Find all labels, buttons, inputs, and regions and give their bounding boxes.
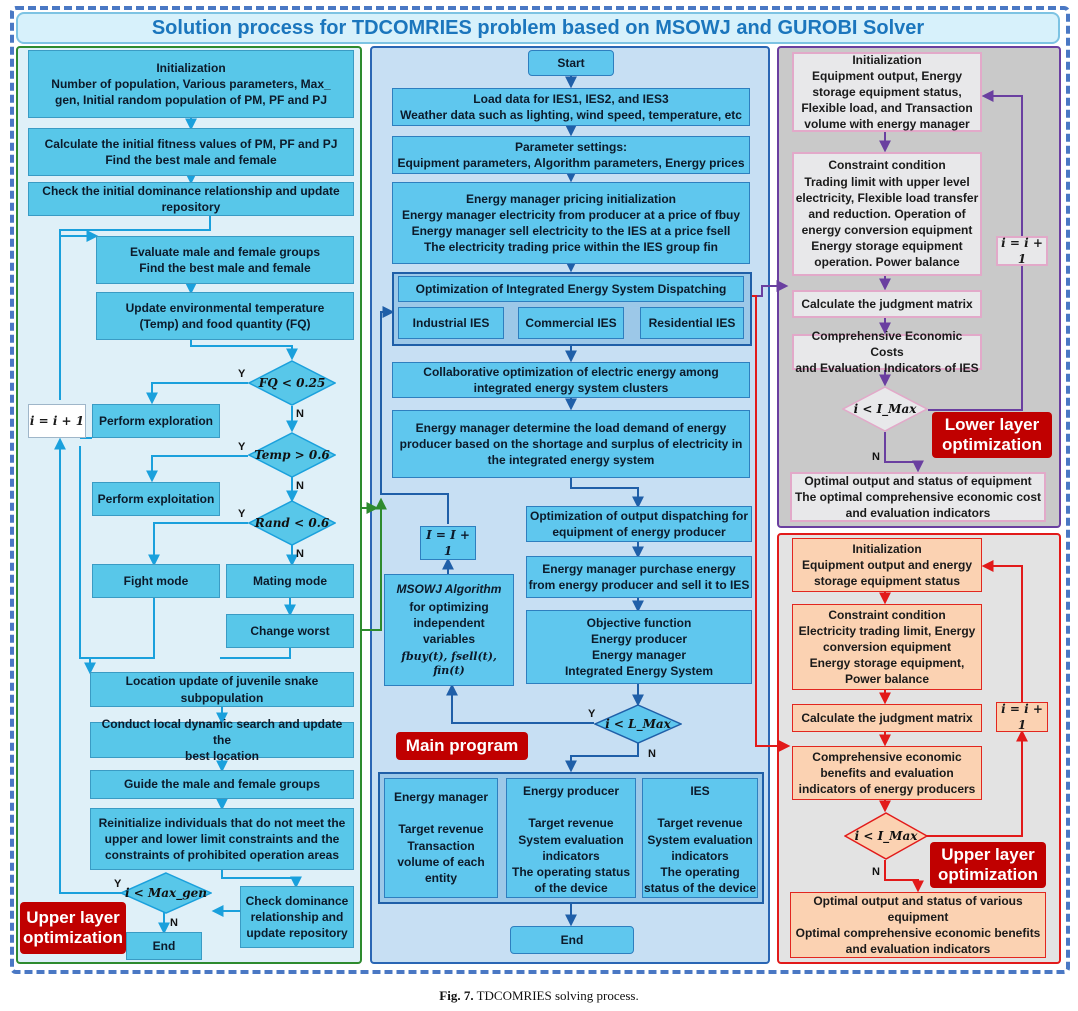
check-dominance-update: Check dominance relationship and update … <box>240 886 354 948</box>
load-demand-determination: Energy manager determine the load demand… <box>392 410 750 478</box>
no-label: N <box>872 451 880 463</box>
upper-economic-benefits: Comprehensive economic benefits and eval… <box>792 746 982 800</box>
perform-exploration: Perform exploration <box>92 404 220 438</box>
location-update: Location update of juvenile snake subpop… <box>90 672 354 707</box>
reinitialize-individuals: Reinitialize individuals that do not mee… <box>90 808 354 870</box>
main-loop-condition: i < L_Max <box>594 704 682 744</box>
msowj-body: for optimizing independent variables <box>409 599 489 647</box>
result-ies: IES Target revenue System evaluation ind… <box>642 778 758 898</box>
no-label: N <box>648 748 656 760</box>
yes-label: Y <box>114 878 122 890</box>
figure-caption: Fig. 7. TDCOMRIES solving process. <box>0 988 1078 1004</box>
lower-loop-condition: i < I_Max <box>842 386 928 432</box>
upper-increment: i = i + 1 <box>996 702 1048 732</box>
upper-algo-initialization: Initialization Number of population, Var… <box>28 50 354 118</box>
ies-dispatching-title: Optimization of Integrated Energy System… <box>398 276 744 302</box>
upper-constraint-condition: Constraint condition Electricity trading… <box>792 604 982 690</box>
result-energy-manager: Energy manager Target revenue Transactio… <box>384 778 498 898</box>
guide-groups: Guide the male and female groups <box>90 770 354 799</box>
upper-loop-condition: i < I_Max <box>844 812 928 860</box>
local-dynamic-search: Conduct local dynamic search and update … <box>90 717 354 763</box>
caption-text: TDCOMRIES solving process. <box>476 988 639 1003</box>
mating-mode: Mating mode <box>226 564 354 598</box>
food-quantity-condition: FQ < 0.25 <box>248 360 336 406</box>
upper-initialization: Initialization Equipment output and ener… <box>792 538 982 592</box>
calculate-initial-fitness: Calculate the initial fitness values of … <box>28 128 354 176</box>
lower-layer-tag: Lower layer optimization <box>932 412 1052 458</box>
residential-ies: Residential IES <box>640 307 744 339</box>
change-worst: Change worst <box>226 614 354 648</box>
diagram-title: Solution process for TDCOMRIES problem b… <box>16 12 1060 44</box>
pricing-initialization: Energy manager pricing initialization En… <box>392 182 750 264</box>
fight-mode: Fight mode <box>92 564 220 598</box>
msowj-variables: fbuy(t), fsell(t), fin(t) <box>401 649 497 678</box>
max-gen-condition: i < Max_gen <box>120 872 212 914</box>
lower-constraint-condition: Constraint condition Trading limit with … <box>792 152 982 276</box>
rand-condition: Rand < 0.6 <box>248 500 336 546</box>
check-initial-dominance: Check the initial dominance relationship… <box>28 182 354 216</box>
temperature-condition: Temp > 0.6 <box>248 432 336 478</box>
lower-initialization: Initialization Equipment output, Energy … <box>792 52 982 132</box>
main-program-tag: Main program <box>396 732 528 760</box>
caption-label: Fig. 7. <box>439 988 474 1003</box>
commercial-ies: Commercial IES <box>518 307 624 339</box>
no-label: N <box>872 866 880 878</box>
upper-algo-end: End <box>126 932 202 960</box>
upper-layer-tag-left: Upper layer optimization <box>20 902 126 954</box>
yes-label: Y <box>238 368 246 380</box>
no-label: N <box>296 408 304 420</box>
lower-optimal-output: Optimal output and status of equipment T… <box>790 472 1046 522</box>
no-label: N <box>170 917 178 929</box>
pricing-title: Energy manager pricing initialization En… <box>401 191 741 255</box>
lower-increment: i = i + 1 <box>996 236 1048 266</box>
yes-label: Y <box>238 508 246 520</box>
output-dispatching: Optimization of output dispatching for e… <box>526 506 752 542</box>
start-node: Start <box>528 50 614 76</box>
lower-judgment-matrix: Calculate the judgment matrix <box>792 290 982 318</box>
purchase-energy: Energy manager purchase energy from ener… <box>526 556 752 598</box>
main-end: End <box>510 926 634 954</box>
msowj-title: MSOWJ Algorithm <box>396 581 502 596</box>
load-data: Load data for IES1, IES2, and IES3 Weath… <box>392 88 750 126</box>
yes-label: Y <box>588 708 596 720</box>
parameter-settings: Parameter settings: Equipment parameters… <box>392 136 750 174</box>
collaborative-optimization: Collaborative optimization of electric e… <box>392 362 750 398</box>
upper-optimal-output: Optimal output and status of various equ… <box>790 892 1046 958</box>
perform-exploitation: Perform exploitation <box>92 482 220 516</box>
upper-judgment-matrix: Calculate the judgment matrix <box>792 704 982 732</box>
upper-algo-increment: i = i + 1 <box>28 404 86 438</box>
upper-layer-tag-right: Upper layer optimization <box>930 842 1046 888</box>
no-label: N <box>296 548 304 560</box>
no-label: N <box>296 480 304 492</box>
main-increment: I = I + 1 <box>420 526 476 560</box>
lower-economic-costs: Comprehensive Economic Costs and Evaluat… <box>792 329 982 375</box>
result-energy-producer: Energy producer Target revenue System ev… <box>506 778 636 898</box>
evaluate-groups: Evaluate male and female groups Find the… <box>96 236 354 284</box>
industrial-ies: Industrial IES <box>398 307 504 339</box>
yes-label: Y <box>238 441 246 453</box>
update-environment: Update environmental temperature (Temp) … <box>96 292 354 340</box>
msowj-algorithm: MSOWJ Algorithm for optimizing independe… <box>384 574 514 686</box>
objective-function: Objective function Energy producer Energ… <box>526 610 752 684</box>
outer-frame <box>10 6 1070 974</box>
